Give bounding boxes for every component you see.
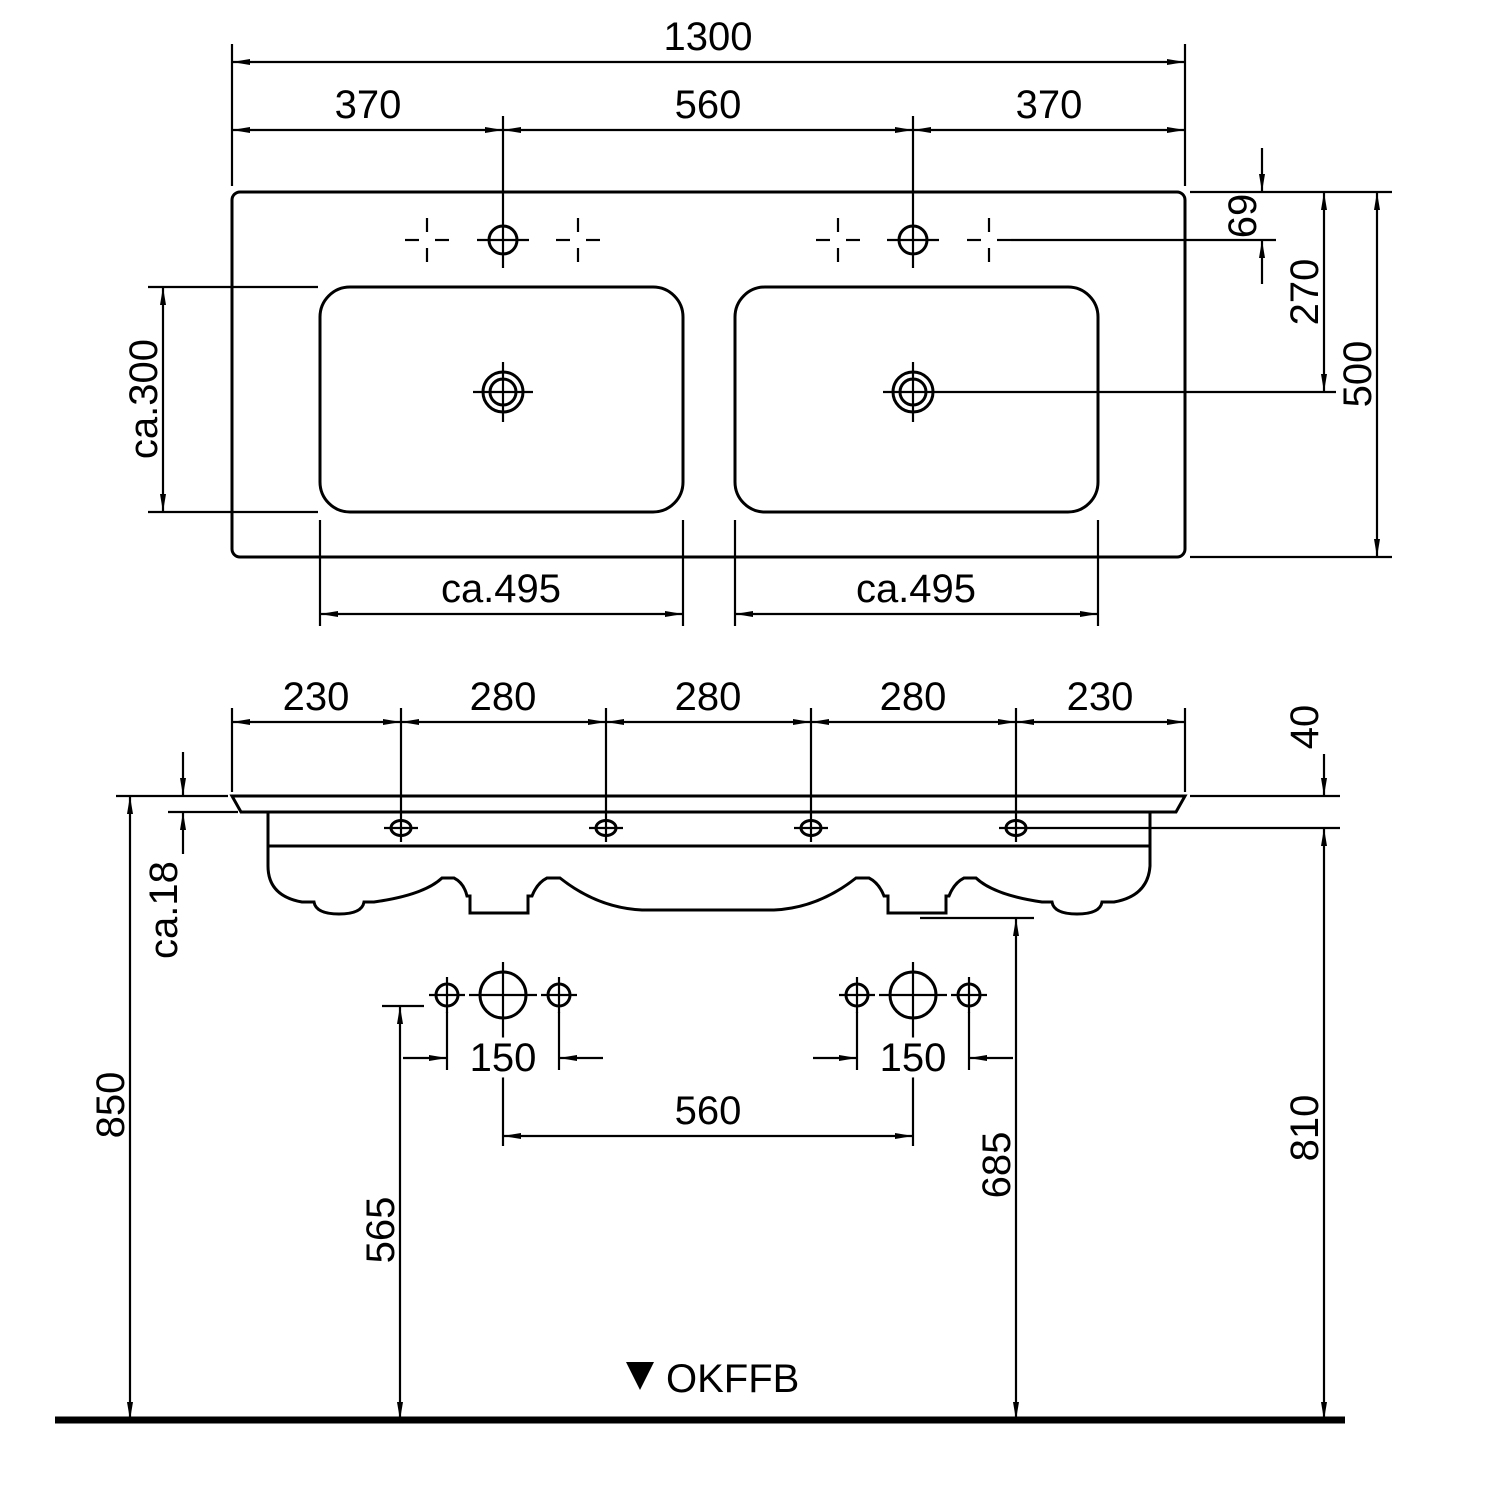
dim-hole-segments: 230 280 280 280 230	[230, 675, 1187, 842]
dim-label: 560	[675, 1089, 742, 1133]
left-drain-symbol	[473, 362, 533, 422]
floor-reference-label: OKFFB	[666, 1357, 799, 1401]
bolt-hole-icon	[427, 975, 467, 1015]
dim-label: 500	[1336, 341, 1380, 408]
dim-label: 150	[880, 1036, 947, 1080]
dim-label: 69	[1221, 194, 1265, 239]
dim-label: 850	[89, 1072, 133, 1139]
dim-label: ca.300	[122, 339, 166, 459]
front-view: 230 280 280 280 230 40 ca.18 850	[89, 675, 1340, 1420]
dim-overall-width: 1300	[230, 15, 1187, 186]
left-tap-hole-group	[403, 116, 602, 268]
dim-label: ca.495	[441, 567, 561, 611]
left-bolt-hole-group	[427, 962, 579, 1146]
dim-edge-to-tap: 69	[1221, 148, 1265, 284]
dim-label: 370	[1016, 83, 1083, 127]
dim-label: 270	[1283, 259, 1327, 326]
dim-label: 40	[1283, 705, 1327, 750]
dim-bolt-spacing-left: 150	[403, 1012, 603, 1086]
floor-reference-marker-icon	[626, 1362, 654, 1390]
dim-rim-height: 40	[1283, 705, 1327, 796]
top-view: 1300 370 560 370 69 270 500	[122, 15, 1392, 626]
bolt-hole-icon	[539, 975, 579, 1015]
dim-label: 280	[470, 675, 537, 719]
dim-drain-height: 685	[920, 916, 1034, 1420]
right-bolt-hole-group	[837, 962, 989, 1146]
dim-label: 230	[1067, 675, 1134, 719]
dim-underside-height: 810	[1283, 828, 1327, 1420]
basin-body-outline	[230, 190, 1187, 559]
dim-drain-spacing: 560	[503, 1089, 913, 1139]
dim-bolt-spacing-right: 150	[813, 1012, 1013, 1086]
tap-hole-mark-icon	[965, 216, 1013, 264]
right-basin-bowl	[733, 285, 1100, 514]
dim-label: 1300	[664, 15, 753, 59]
dim-label: 280	[675, 675, 742, 719]
dim-overall-depth: 500	[1336, 192, 1380, 557]
tap-hole-mark-icon	[554, 216, 602, 264]
dim-left-basin-width: ca.495	[318, 520, 685, 626]
right-tap-hole-group	[814, 116, 1276, 268]
tap-hole-mark-icon	[814, 216, 862, 264]
bolt-hole-icon	[837, 975, 877, 1015]
left-basin-bowl	[318, 285, 685, 514]
dim-tap-spacings: 370 560 370	[232, 83, 1185, 133]
dim-label: ca.18	[142, 861, 186, 959]
dim-label: 230	[283, 675, 350, 719]
dim-label: 280	[880, 675, 947, 719]
dim-apron-thickness: ca.18	[116, 752, 238, 959]
dim-edge-to-drain: 270	[1283, 192, 1327, 392]
dim-label: 150	[470, 1036, 537, 1080]
dim-right-basin-width: ca.495	[733, 520, 1100, 626]
dim-label: 370	[335, 83, 402, 127]
rim-profile	[229, 794, 1188, 814]
dim-label: 560	[675, 83, 742, 127]
dim-label: 685	[975, 1132, 1019, 1199]
dim-label: 565	[359, 1197, 403, 1264]
mounting-holes	[382, 819, 1340, 837]
dim-height-to-rim: 850	[89, 796, 133, 1420]
dim-bolt-height: 565	[359, 1004, 424, 1420]
bolt-hole-icon	[949, 975, 989, 1015]
tap-hole-mark-icon	[403, 216, 451, 264]
dim-label: 810	[1283, 1095, 1327, 1162]
dim-label: ca.495	[856, 567, 976, 611]
right-drain-symbol	[883, 362, 1336, 422]
dim-basin-depth: ca.300	[122, 285, 318, 514]
floor-reference: OKFFB	[55, 1357, 1345, 1424]
body-profile	[266, 812, 1152, 916]
